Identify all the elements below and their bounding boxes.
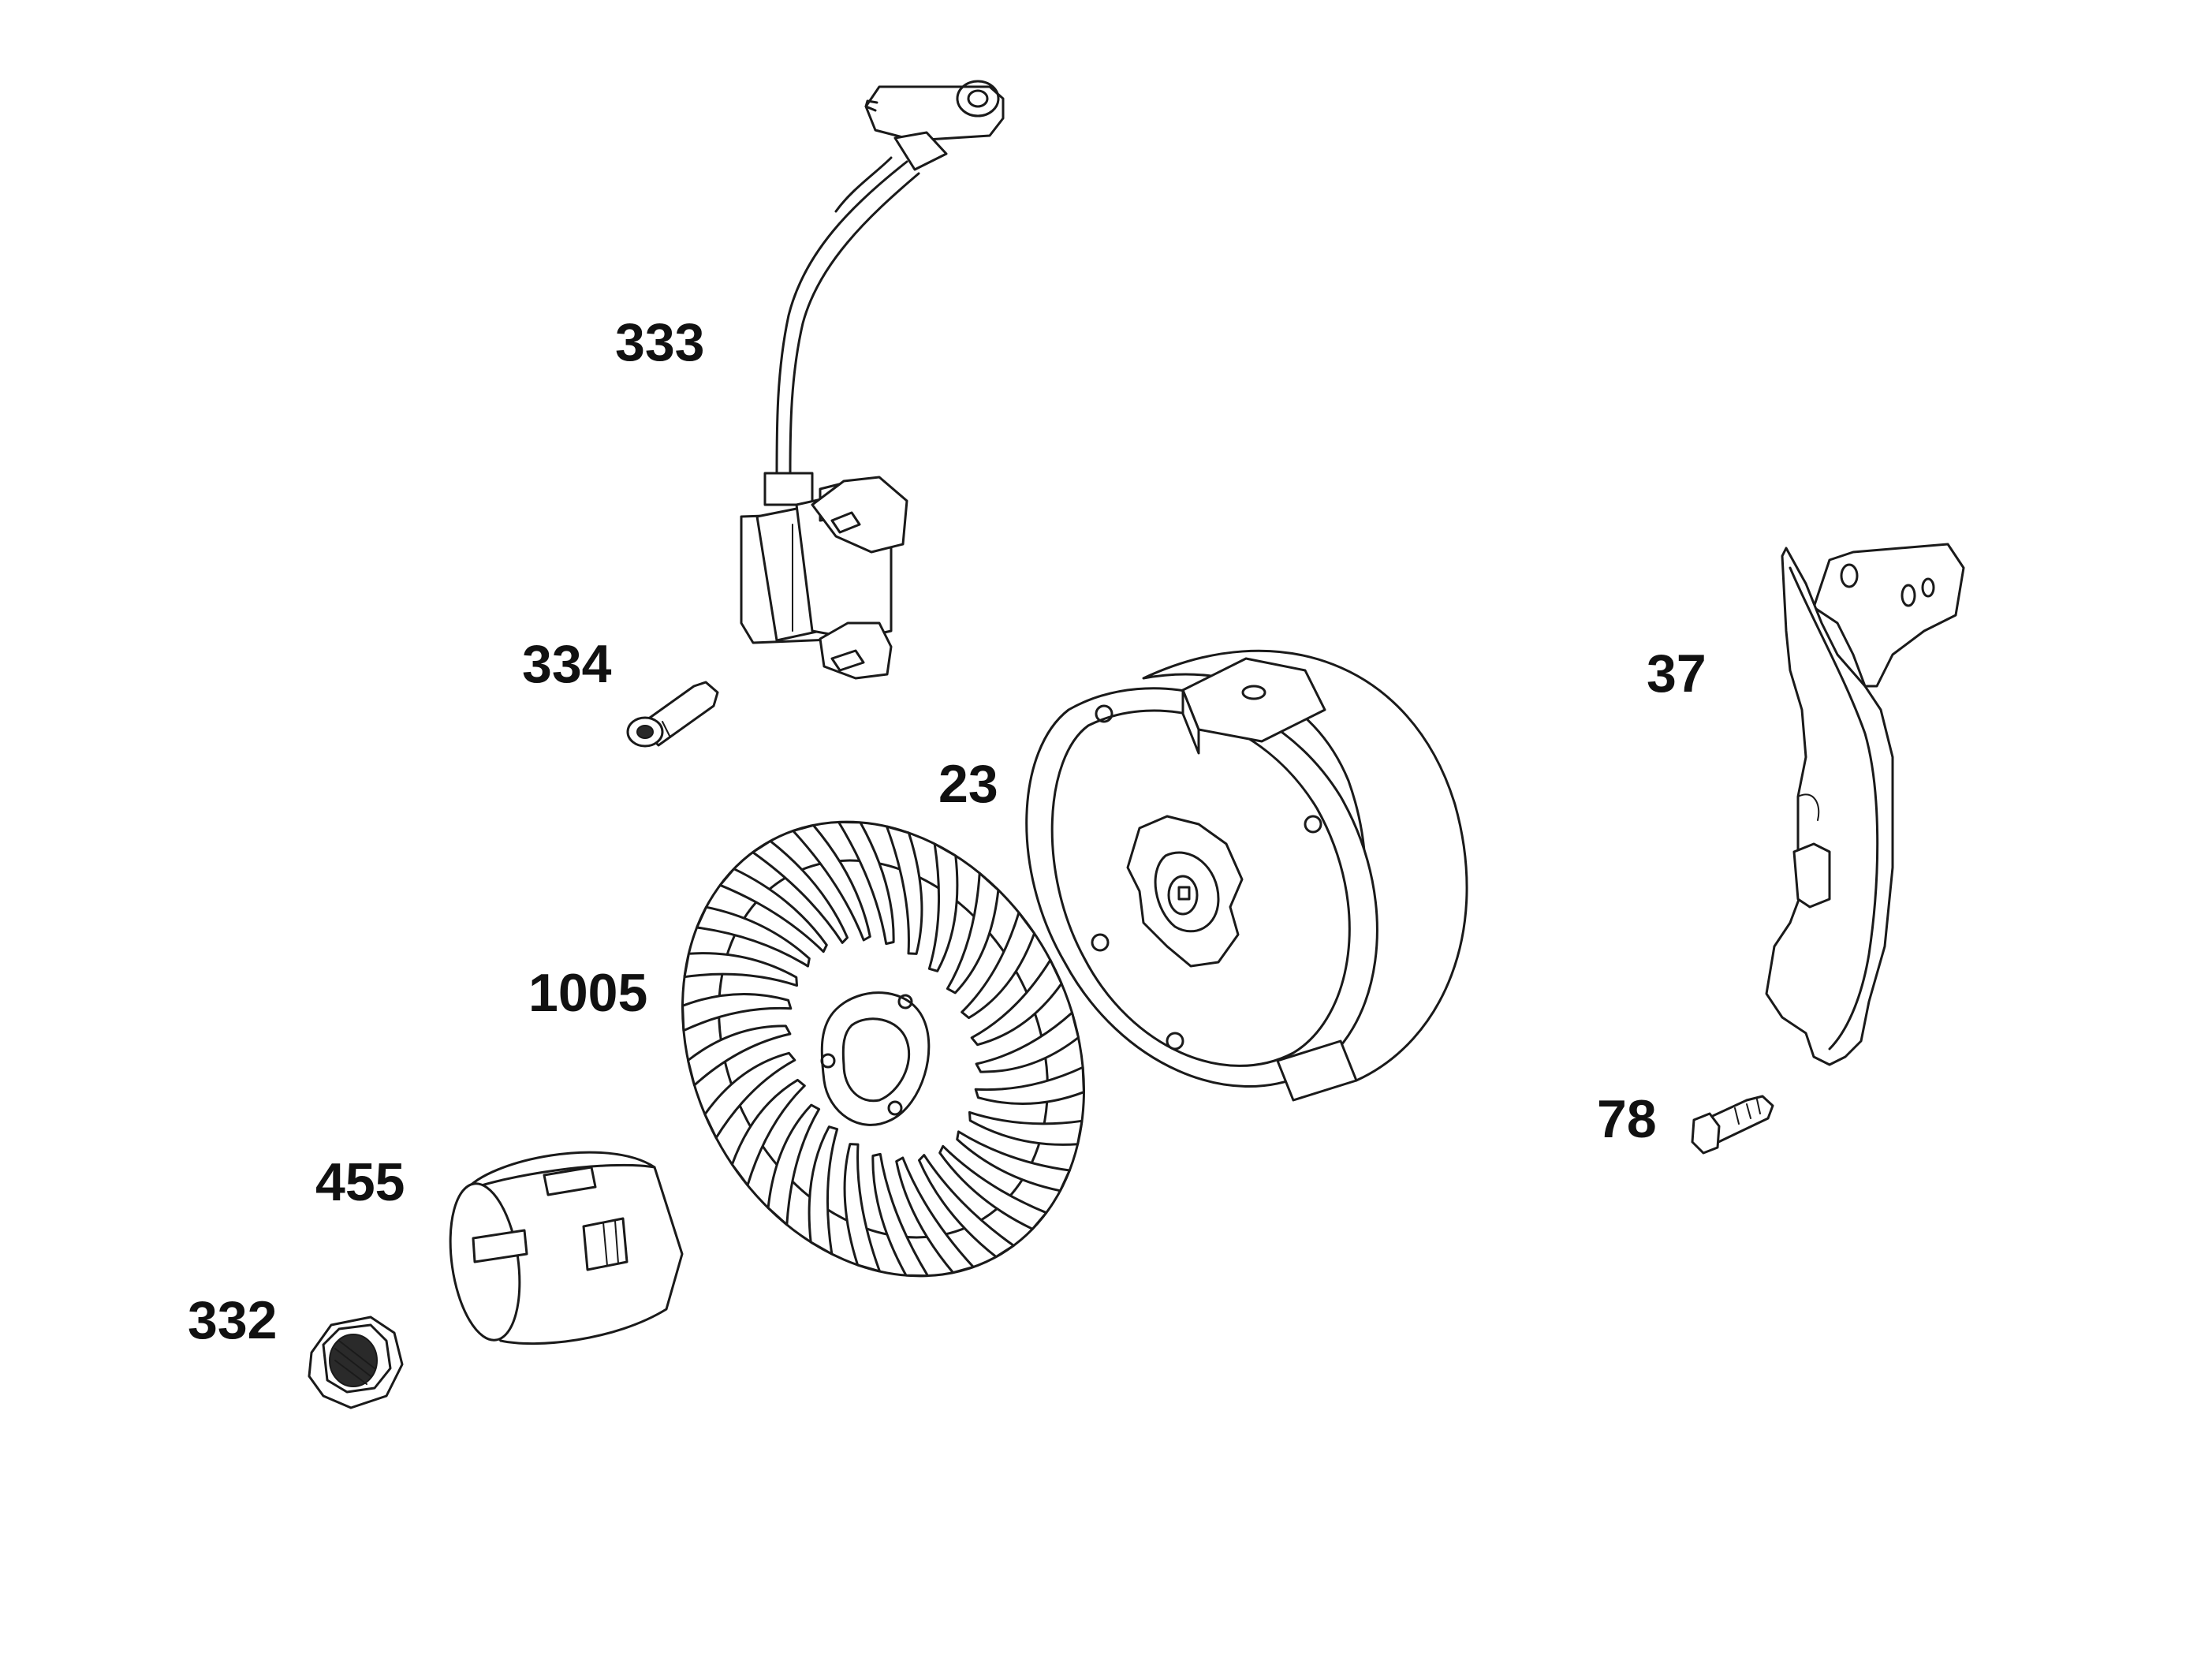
part-label-1005: 1005 <box>528 963 648 1023</box>
part-label-332: 332 <box>188 1290 278 1350</box>
fan-blade <box>970 958 1063 1047</box>
fan-blade <box>974 1065 1085 1106</box>
fan-blade <box>792 823 871 942</box>
fan-blade <box>938 1144 1048 1230</box>
fan-blade <box>767 1103 821 1226</box>
fan-blade <box>718 868 828 954</box>
fan-blade <box>956 1130 1071 1192</box>
part-label-455: 455 <box>315 1152 405 1212</box>
fan-blade <box>886 825 923 955</box>
screw-icon[interactable] <box>626 681 719 748</box>
fan-blade <box>752 839 849 944</box>
fan-blade <box>968 1110 1084 1146</box>
part-label-78: 78 <box>1597 1089 1657 1149</box>
part-label-23: 23 <box>938 754 998 814</box>
fan-blade <box>687 1024 792 1087</box>
fan-blade <box>703 1051 796 1140</box>
fan-blade <box>975 1011 1080 1073</box>
fan-impeller-icon[interactable] <box>605 751 1161 1346</box>
flange-nut-icon[interactable] <box>308 1316 404 1409</box>
fan-blade <box>681 992 793 1032</box>
fan-blade <box>696 905 811 968</box>
part-label-333: 333 <box>615 312 705 372</box>
fan-blade <box>946 871 1000 995</box>
fan-blade <box>871 1152 929 1278</box>
fan-blade <box>837 820 895 946</box>
fan-blade <box>843 1143 881 1273</box>
part-label-37: 37 <box>1647 644 1707 703</box>
fan-blade <box>730 1078 806 1187</box>
flywheel-icon[interactable] <box>1025 649 1468 1102</box>
fan-blade <box>683 952 798 987</box>
fan-blade <box>918 1154 1015 1259</box>
ignition-coil-icon[interactable] <box>740 80 1005 680</box>
cup-sleeve-icon[interactable] <box>441 1151 684 1345</box>
bracket-icon[interactable] <box>1765 543 1965 1066</box>
part-label-334: 334 <box>522 634 612 694</box>
bolt-icon[interactable] <box>1691 1095 1774 1155</box>
fan-blade <box>808 1125 839 1256</box>
fan-blade <box>961 911 1036 1020</box>
fan-blade <box>895 1156 975 1274</box>
fan-blade <box>927 842 959 972</box>
